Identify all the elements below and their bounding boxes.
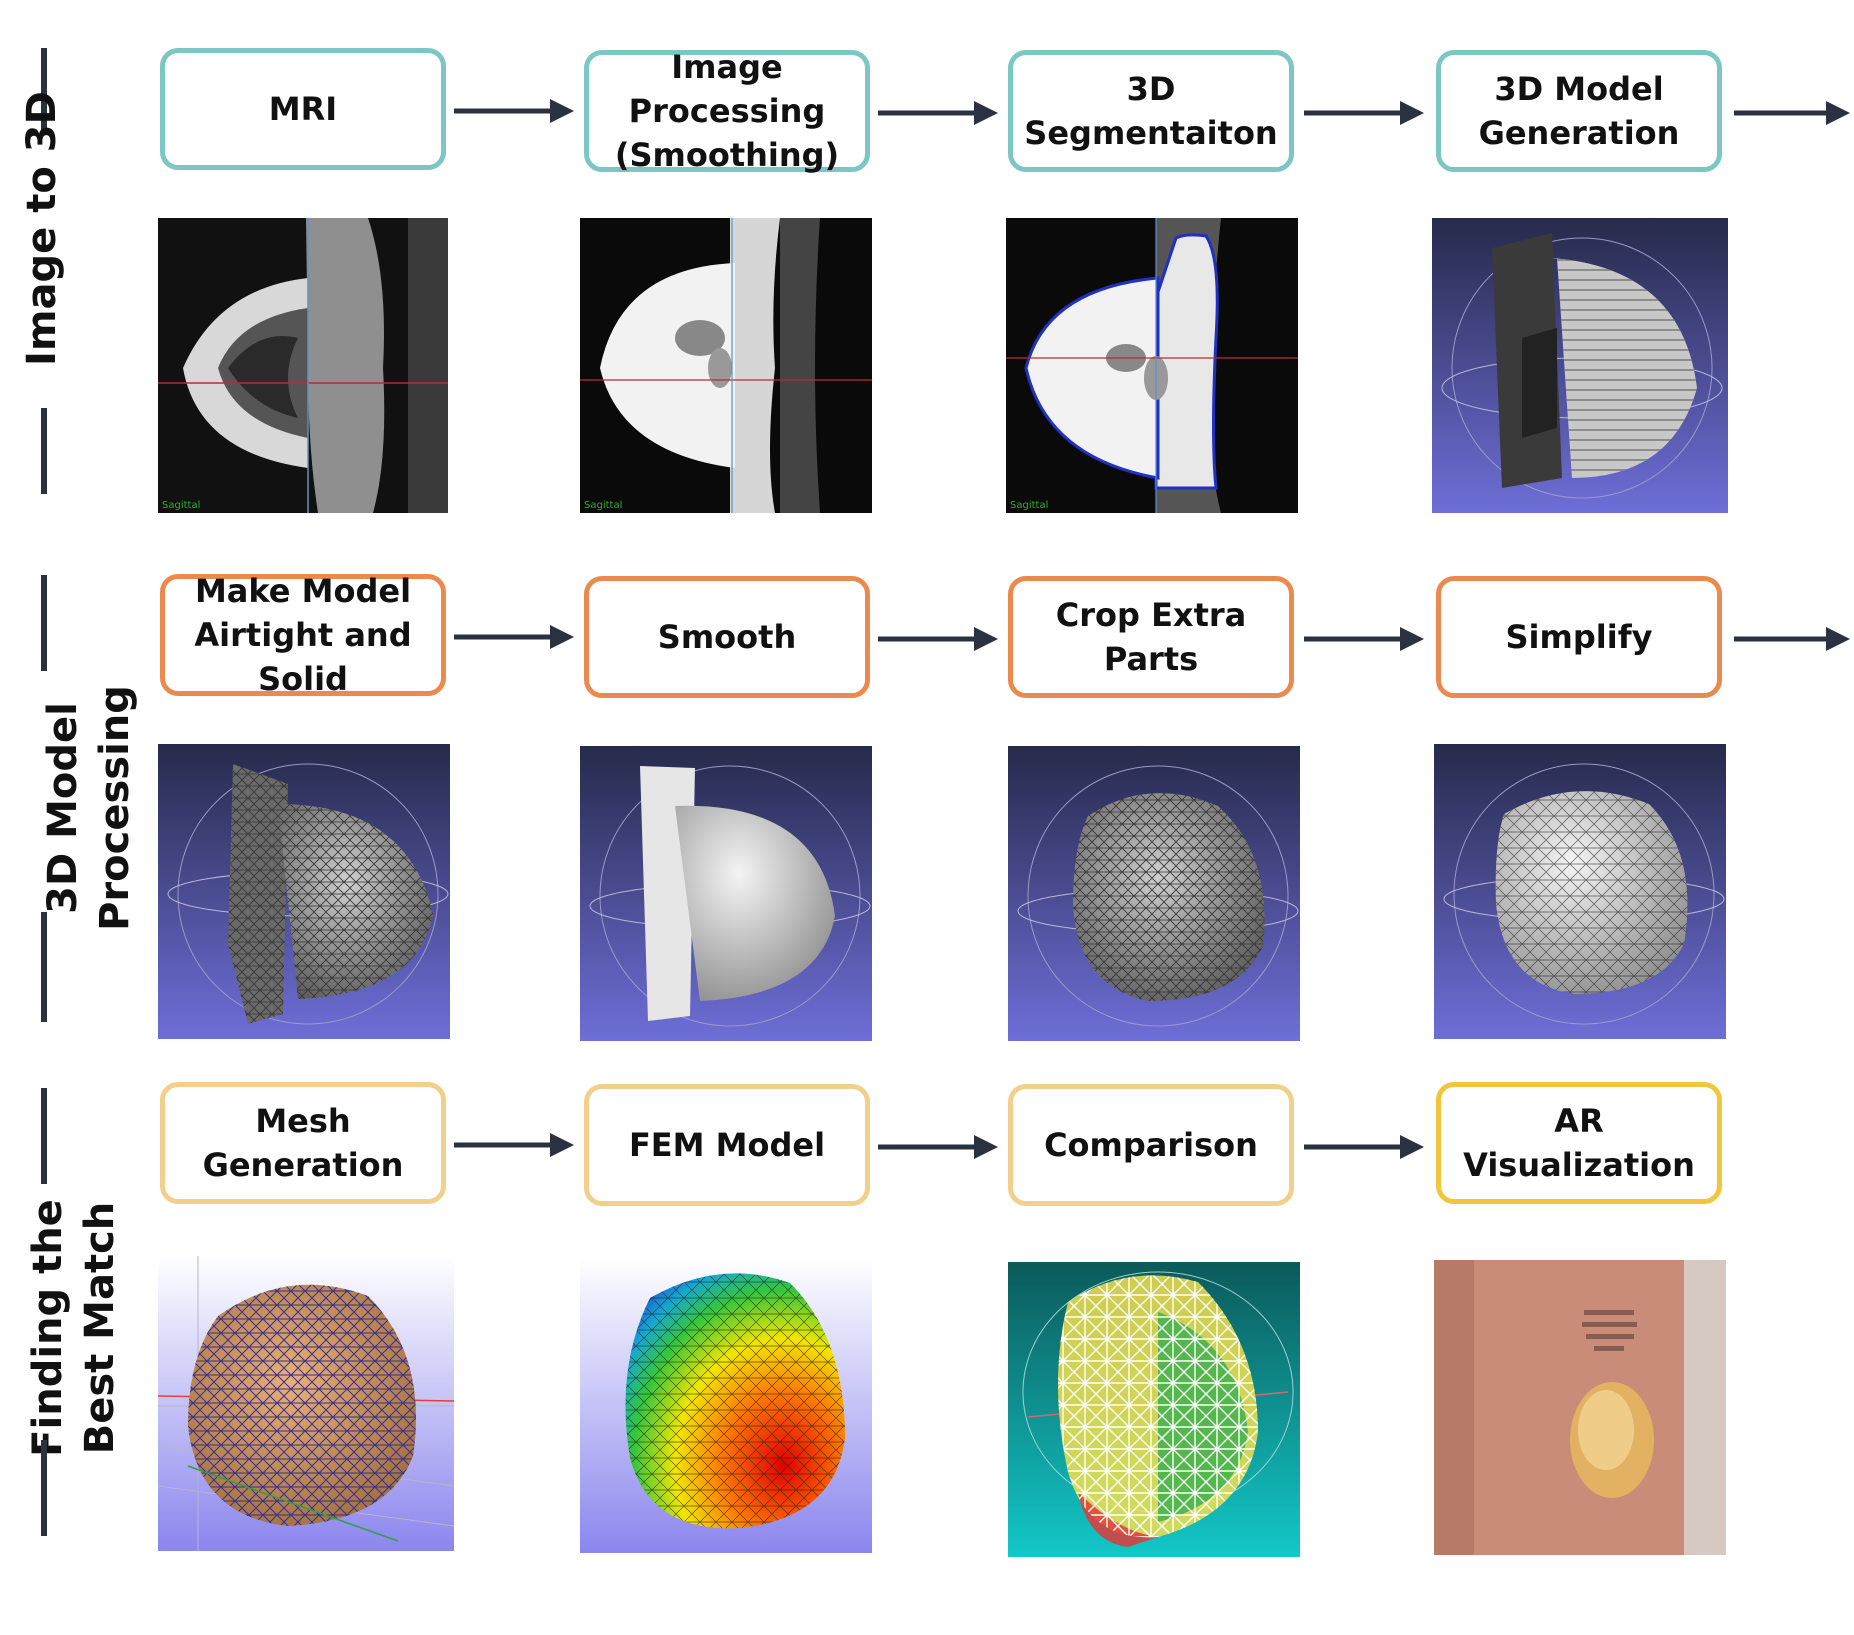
step-comparison: Comparison (1008, 1084, 1294, 1206)
arrow-right-icon (878, 627, 998, 651)
segmented-mri-image: Sagittal (1006, 218, 1298, 513)
step-label: AR Visualization (1463, 1102, 1695, 1184)
row-divider (41, 912, 47, 1022)
step-3d-model-generation: 3D Model Generation (1436, 50, 1722, 172)
arrow-right-icon (454, 625, 574, 649)
step-label: Image Processing (Smoothing) (614, 48, 840, 174)
row-divider (41, 575, 47, 671)
arrow-right-icon (1734, 101, 1850, 125)
smoothed-model-image (580, 746, 872, 1041)
airtight-solid-model-image (158, 744, 450, 1039)
step-label: Simplify (1505, 618, 1653, 656)
arrow-right-icon (454, 99, 574, 123)
step-label: MRI (268, 90, 338, 128)
row-divider (41, 48, 47, 134)
slice-orientation-label: Sagittal (1010, 500, 1049, 511)
step-image-processing: Image Processing (Smoothing) (584, 48, 870, 174)
step-label: Comparison (1044, 1126, 1258, 1164)
step-label: Mesh Generation (202, 1102, 404, 1184)
fem-model-image (580, 1258, 872, 1553)
arrow-right-icon (1304, 101, 1424, 125)
step-mri: MRI (160, 48, 446, 170)
mri-slice-image: Sagittal (158, 218, 466, 513)
step-label: FEM Model (628, 1126, 826, 1164)
step-label: Make Model Airtight and Solid (194, 572, 412, 698)
step-mesh-generation: Mesh Generation (160, 1082, 446, 1204)
step-smooth: Smooth (584, 576, 870, 698)
generated-mesh-image (158, 1256, 454, 1551)
arrow-right-icon (1734, 627, 1850, 651)
slice-orientation-label: Sagittal (584, 500, 623, 511)
step-ar-visualization: AR Visualization (1436, 1082, 1722, 1204)
step-label: 3D Model Generation (1478, 70, 1680, 152)
cropped-model-image (1008, 746, 1300, 1041)
row-divider (41, 408, 47, 494)
simplified-mesh-image (1434, 744, 1726, 1039)
comparison-overlay-image (1008, 1262, 1300, 1557)
arrow-right-icon (878, 1135, 998, 1159)
row-label-text: Finding the Best Match (25, 1199, 123, 1457)
row-divider (41, 1440, 47, 1536)
arrow-right-icon (1304, 627, 1424, 651)
smoothed-mri-image: Sagittal (580, 218, 872, 513)
arrow-right-icon (454, 1133, 574, 1157)
arrow-right-icon (878, 101, 998, 125)
step-simplify: Simplify (1436, 576, 1722, 698)
arrow-right-icon (1304, 1135, 1424, 1159)
row-label-text: Image to 3D (19, 91, 65, 366)
slice-orientation-label: Sagittal (162, 500, 201, 511)
step-crop-extra-parts: Crop Extra Parts (1008, 576, 1294, 698)
step-fem-model: FEM Model (584, 1084, 870, 1206)
row-label-text: 3D Model Processing (40, 685, 138, 931)
step-3d-segmentation: 3D Segmentaiton (1008, 50, 1294, 172)
raw-3d-model-image (1432, 218, 1728, 513)
step-label: 3D Segmentaiton (1024, 70, 1278, 152)
step-airtight-solid: Make Model Airtight and Solid (160, 572, 446, 698)
row-divider (41, 1088, 47, 1184)
step-label: Smooth (657, 618, 797, 656)
ar-visualization-image (1434, 1260, 1726, 1555)
step-label: Crop Extra Parts (1055, 596, 1247, 678)
